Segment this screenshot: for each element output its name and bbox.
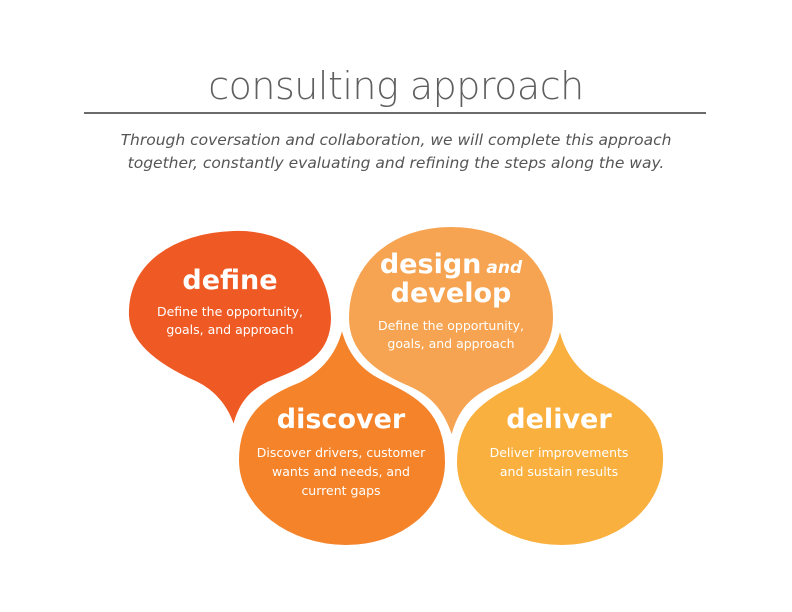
page-title: consulting approach (208, 64, 584, 108)
deliver-title: deliver (506, 404, 612, 435)
intro-line-1: Through coversation and collaboration, w… (120, 131, 672, 149)
design-shape (342, 220, 560, 447)
define-shape (122, 224, 338, 437)
discover-desc-line-3: current gaps (301, 483, 380, 498)
design-title-and: and (486, 258, 523, 278)
deliver-desc-line-1: Deliver improvements (490, 445, 629, 460)
define-title: define (182, 265, 277, 296)
design-desc-line-1: Define the opportunity, (378, 318, 524, 333)
define-desc-line-1: Define the opportunity, (157, 304, 303, 319)
discover-title: discover (277, 404, 406, 435)
define-desc-line-2: goals, and approach (166, 322, 293, 337)
deliver-desc-line-2: and sustain results (500, 464, 618, 479)
design-title-line-2: develop (391, 278, 512, 309)
intro-line-2: together, constantly evaluating and refi… (127, 154, 665, 172)
design-title-main: design (380, 249, 482, 280)
title-divider (84, 112, 706, 114)
design-desc-line-2: goals, and approach (387, 336, 514, 351)
discover-desc-line-1: Discover drivers, customer (257, 445, 426, 460)
discover-desc-line-2: wants and needs, and (272, 464, 410, 479)
deliver-shape (450, 315, 670, 552)
